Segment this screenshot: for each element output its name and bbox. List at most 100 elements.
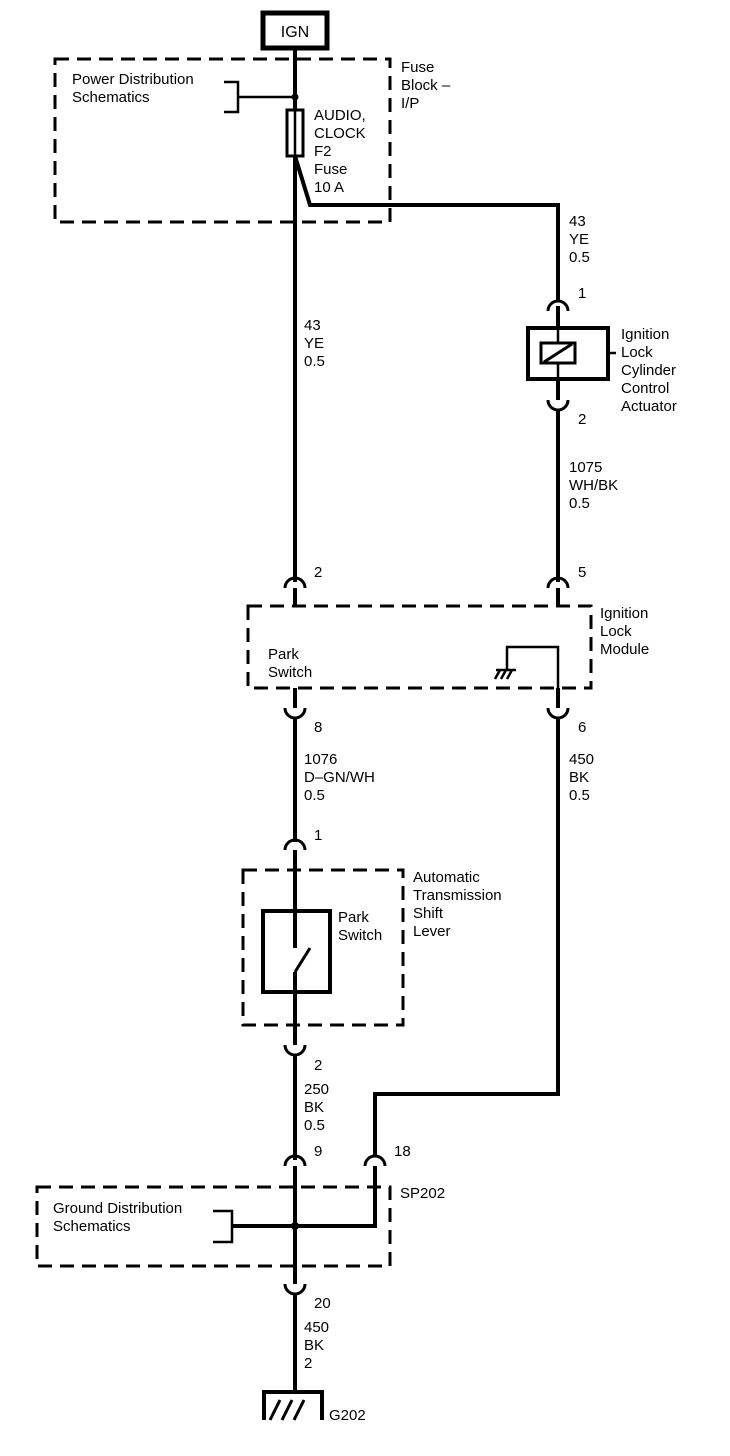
ground-dist-line-2: Schematics (53, 1218, 131, 1235)
fuse-block-line-3: I/P (401, 95, 419, 112)
splice-connector-pin-9: 9 (283, 1143, 322, 1187)
splice-connector-pin-20: 20 (283, 1266, 331, 1312)
fuse-block-name: Fuse Block – I/P (401, 59, 451, 112)
splice-connector-pin-18: 18 (363, 1143, 411, 1187)
wire-right-top-circuit: 43 (569, 213, 586, 230)
actuator-connector-bottom: 2 (546, 379, 586, 428)
module-connector-pin-8: 8 (283, 688, 322, 736)
wire-left-top-size: 0.5 (304, 353, 325, 370)
fuse-label-1: AUDIO, (314, 107, 366, 124)
module-pin-5-label: 5 (578, 564, 586, 581)
module-name-3: Module (600, 641, 649, 658)
splice-pin-20-label: 20 (314, 1295, 331, 1312)
wire-label-right-mid: 1075 WH/BK 0.5 (569, 459, 618, 512)
wire-ground-color: BK (304, 1337, 324, 1354)
ground-dist-line-1: Ground Distribution (53, 1200, 182, 1217)
wire-right-top-size: 0.5 (569, 249, 590, 266)
module-internal-ground-icon (493, 645, 560, 688)
shift-lever-outline (241, 868, 405, 1027)
shift-lever-name-1: Automatic (413, 869, 480, 886)
wire-right-mid-circuit: 1075 (569, 459, 602, 476)
actuator-name-4: Control (621, 380, 669, 397)
actuator-name-1: Ignition (621, 326, 669, 343)
module-pin-8-label: 8 (314, 719, 322, 736)
wire-left-low-size: 0.5 (304, 1117, 325, 1134)
actuator-pin-2: 2 (578, 411, 586, 428)
wire-right-low-size: 0.5 (569, 787, 590, 804)
wire-label-ground: 450 BK 2 (304, 1319, 329, 1372)
module-name: Ignition Lock Module (600, 605, 649, 658)
shift-lever-name: Automatic Transmission Shift Lever (413, 869, 502, 940)
ground-label: G202 (329, 1407, 366, 1424)
fuse-block-line-1: Fuse (401, 59, 434, 76)
wire-left-mid-color: D–GN/WH (304, 769, 375, 786)
splice-pin-9-label: 9 (314, 1143, 322, 1160)
splice-node (291, 1222, 299, 1230)
shift-lever-name-3: Shift (413, 905, 444, 922)
wire-to-actuator (293, 155, 560, 300)
splice-pin-18-label: 18 (394, 1143, 411, 1160)
fuse-label-3: F2 (314, 143, 332, 160)
ground-distribution-reference: Ground Distribution Schematics (53, 1200, 234, 1244)
fuse-label-4: Fuse (314, 161, 347, 178)
fuse-f2: AUDIO, CLOCK F2 Fuse 10 A (285, 107, 366, 196)
module-connector-pin-2: 2 (283, 564, 322, 606)
wire-module-to-splice (373, 718, 560, 1156)
shift-lever-name-2: Transmission (413, 887, 502, 904)
splice-pack-outline (35, 1185, 392, 1268)
wire-right-low-color: BK (569, 769, 589, 786)
module-name-2: Lock (600, 623, 632, 640)
module-pin-2-label: 2 (314, 564, 322, 581)
park-switch-label-1: Park (338, 909, 369, 926)
module-inner-2: Switch (268, 664, 312, 681)
wire-left-low-color: BK (304, 1099, 324, 1116)
fuse-block-line-2: Block – (401, 77, 451, 94)
shift-lever-connector-pin-2: 2 (283, 1025, 322, 1074)
wire-label-left-low: 250 BK 0.5 (304, 1081, 329, 1134)
module-name-1: Ignition (600, 605, 648, 622)
power-dist-line-2: Schematics (72, 89, 150, 106)
park-switch-symbol: Park Switch (261, 870, 382, 1025)
ignition-lock-module-outline (246, 604, 593, 690)
ign-label: IGN (281, 24, 309, 41)
wire-left-low-circuit: 250 (304, 1081, 329, 1098)
power-dist-bracket (224, 80, 240, 114)
wire-label-left-top: 43 YE 0.5 (304, 317, 325, 370)
fuse-block-outline (53, 57, 392, 224)
module-inner-1: Park (268, 646, 299, 663)
ignition-lock-actuator: Ignition Lock Cylinder Control Actuator (526, 326, 677, 415)
wire-right-top-color: YE (569, 231, 589, 248)
park-switch-label-2: Switch (338, 927, 382, 944)
wire-label-left-mid: 1076 D–GN/WH 0.5 (304, 751, 375, 804)
shift-lever-pin-2-label: 2 (314, 1057, 322, 1074)
wire-left-top-circuit: 43 (304, 317, 321, 334)
actuator-name-2: Lock (621, 344, 653, 361)
module-connector-pin-5: 5 (546, 564, 586, 606)
shift-lever-connector-pin-1: 1 (283, 827, 322, 870)
power-dist-line-1: Power Distribution (72, 71, 194, 88)
shift-lever-name-4: Lever (413, 923, 451, 940)
ign-source-box: IGN (260, 10, 330, 51)
actuator-pin-1: 1 (578, 285, 586, 302)
shift-lever-pin-1-label: 1 (314, 827, 322, 844)
wire-right-mid-color: WH/BK (569, 477, 618, 494)
ground-g202-icon (262, 1390, 324, 1421)
actuator-name-5: Actuator (621, 398, 677, 415)
power-distribution-reference: Power Distribution Schematics (72, 71, 299, 114)
fuse-label-5: 10 A (314, 179, 344, 196)
wire-label-right-low: 450 BK 0.5 (569, 751, 594, 804)
splice-name: SP202 (400, 1185, 445, 1202)
wire-left-mid-size: 0.5 (304, 787, 325, 804)
actuator-connector-top: 1 (546, 285, 586, 328)
wire-ground-size: 2 (304, 1355, 312, 1372)
splice-bus-horizontal (232, 1187, 377, 1228)
wire-label-right-top: 43 YE 0.5 (569, 213, 590, 266)
wire-left-mid-circuit: 1076 (304, 751, 337, 768)
wire-ground-circuit: 450 (304, 1319, 329, 1336)
ground-dist-bracket (213, 1209, 234, 1244)
wire-right-mid-size: 0.5 (569, 495, 590, 512)
module-pin-6-label: 6 (578, 719, 586, 736)
wire-left-top-color: YE (304, 335, 324, 352)
